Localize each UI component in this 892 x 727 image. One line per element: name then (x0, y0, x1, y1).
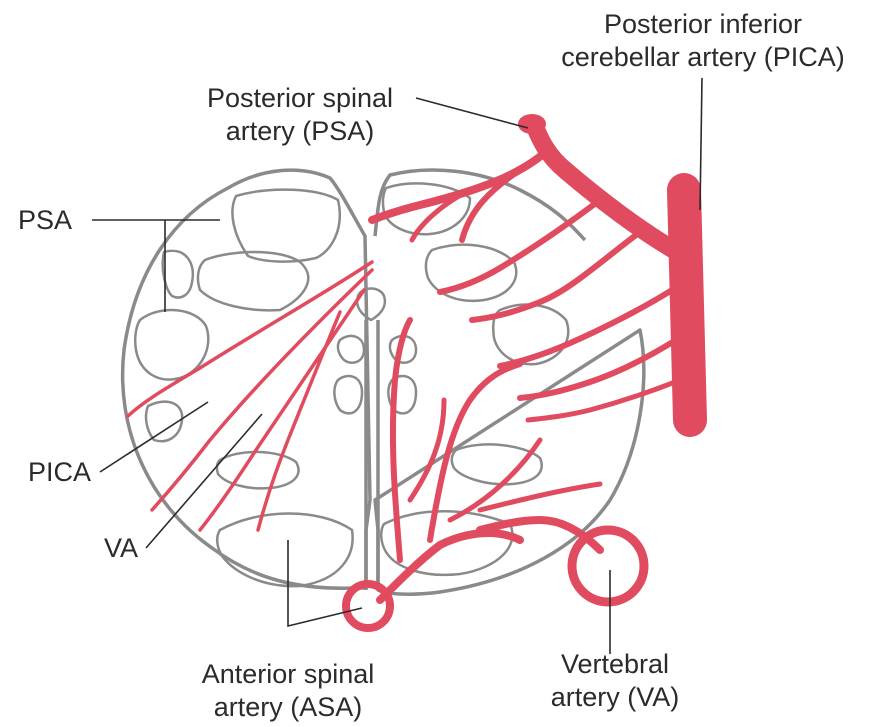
label-va-bottom-line2: artery (VA) (520, 681, 710, 714)
label-psa-left: PSA (18, 204, 72, 237)
va-ring (572, 530, 644, 602)
left-penetrating-2 (152, 270, 372, 510)
label-va-left: VA (104, 532, 138, 565)
midline-region-3 (334, 376, 362, 413)
left-anterior-horn (217, 452, 299, 488)
right-anterior-horn (452, 444, 542, 484)
pica-branch-2 (472, 232, 640, 320)
label-asa: Anterior spinal artery (ASA) (168, 658, 408, 724)
left-dorsal-column-region (232, 190, 339, 262)
sulcal-branch-1 (393, 320, 410, 560)
label-pica-top-line2: cerebellar artery (PICA) (538, 41, 868, 74)
midline-region-1 (338, 336, 364, 363)
left-lateral-region-a (163, 251, 193, 298)
vertebral-artery-top-cut (667, 182, 701, 198)
asa-ring (346, 584, 390, 628)
label-asa-line2: artery (ASA) (168, 691, 408, 724)
vertebral-artery-trunk (684, 190, 690, 420)
label-asa-line1: Anterior spinal (168, 658, 408, 691)
label-psa-top: Posterior spinal artery (PSA) (180, 82, 420, 148)
leader-psa-top (416, 98, 528, 128)
label-va-bottom-line1: Vertebral (520, 648, 710, 681)
label-psa-top-line2: artery (PSA) (180, 115, 420, 148)
label-psa-top-line1: Posterior spinal (180, 82, 420, 115)
left-anterior-column (217, 514, 352, 587)
label-pica-top-line1: Posterior inferior (538, 8, 868, 41)
label-pica-left: PICA (28, 456, 91, 489)
leader-pica-top (700, 78, 702, 210)
label-pica-top: Posterior inferior cerebellar artery (PI… (538, 8, 868, 74)
label-va-bottom: Vertebral artery (VA) (520, 648, 710, 714)
psa-top-cut (518, 114, 546, 134)
leader-va-left (146, 414, 262, 548)
